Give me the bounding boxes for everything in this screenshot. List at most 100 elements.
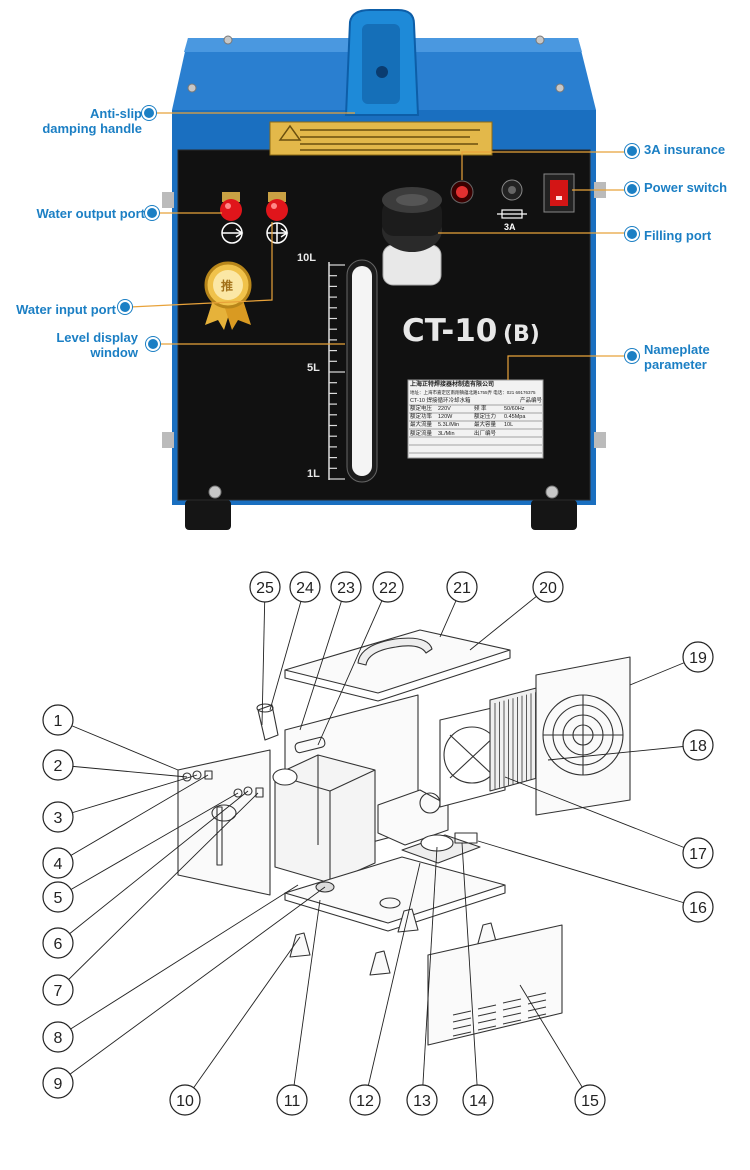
part-leader-line: [57, 886, 326, 1084]
part-number-text: 13: [413, 1093, 431, 1110]
part-leader-line: [57, 719, 179, 771]
level-window: [328, 259, 378, 483]
part-number-text: 14: [469, 1093, 487, 1110]
part-number-text: 15: [581, 1093, 599, 1110]
part-leader-line: [299, 586, 347, 731]
part-number-text: 21: [453, 580, 471, 597]
callout-handle-dot: [144, 108, 154, 118]
water-input-port: [266, 192, 288, 221]
scale-label-5l: 5L: [307, 362, 320, 374]
nameplate-cell: 0.45Mpa: [504, 414, 526, 421]
nameplate-cell: 120W: [438, 414, 453, 421]
callout-level: Level display window: [20, 330, 138, 360]
callout-handle-line1: Anti-slip: [90, 106, 142, 121]
part-number-label: 1: [42, 704, 74, 736]
part-leader-line: [57, 884, 299, 1038]
model-name: CT-10: [402, 313, 498, 349]
part-number-label: 13: [406, 1084, 438, 1116]
nameplate-cell: 3L/Min: [438, 430, 455, 437]
part-number-text: 3: [54, 810, 63, 827]
part-number-label: 15: [574, 1084, 606, 1116]
model-suffix: (B): [502, 322, 540, 347]
part-number-label: 10: [169, 1084, 201, 1116]
cooler-photo: [129, 9, 625, 530]
part-leader-line: [547, 744, 699, 761]
part-number-label: 9: [42, 1067, 74, 1099]
nameplate-address: 地址：上海市嘉定区南翔镇蕴北路1755弄 电话：021 69176375: [410, 390, 536, 396]
part-number-text: 5: [54, 890, 63, 907]
nameplate-cell: 额定流量: [410, 430, 433, 437]
part-leader-line: [57, 790, 249, 944]
callout-filling-dot: [627, 229, 637, 239]
part-number-text: 7: [54, 983, 63, 1000]
part-number-text: 9: [54, 1076, 63, 1093]
nameplate-cell: 额定电压: [410, 406, 433, 413]
fuse-label: 3A: [504, 222, 516, 232]
part-number-text: 23: [337, 580, 355, 597]
callout-nameplate: Nameplate parameter: [644, 342, 710, 372]
water-output-port: [220, 192, 242, 221]
part-leader-line: [504, 776, 699, 854]
part-number-label: 17: [682, 837, 714, 869]
part-leader-line: [184, 936, 301, 1101]
part-number-label: 5: [42, 881, 74, 913]
part-leader-line: [421, 846, 438, 1101]
part-side-panel: [427, 924, 563, 1046]
nameplate-cell: 10L: [504, 422, 514, 429]
part-number-text: 19: [689, 650, 707, 667]
nameplate-header-right: 产品编号: [519, 398, 542, 405]
part-number-text: 2: [54, 758, 63, 775]
part-number-text: 25: [256, 580, 274, 597]
part-number-label: 24: [289, 571, 321, 603]
callout-insurance: 3A insurance: [644, 142, 726, 157]
insurance-indicator: [450, 180, 474, 204]
part-number-label: 21: [446, 571, 478, 603]
nameplate-cell: 额定功率: [410, 414, 433, 421]
part-leader-line: [291, 899, 321, 1101]
part-leader-line: [477, 840, 699, 908]
part-number-text: 24: [296, 580, 314, 597]
scale-label-1l: 1L: [307, 468, 320, 480]
callout-handle: Anti-slip damping handle: [10, 106, 142, 136]
part-number-text: 10: [176, 1093, 194, 1110]
model-text: CT-10 (B): [402, 313, 540, 349]
part-number-label: 4: [42, 847, 74, 879]
part-number-text: 18: [689, 738, 707, 755]
nameplate-cell: 最大容量: [474, 422, 497, 429]
part-number-label: 2: [42, 749, 74, 781]
part-leader-line: [57, 792, 239, 898]
nameplate-company: 上海正特焊接器材制造有限公司: [410, 382, 495, 388]
part-number-label: 20: [532, 571, 564, 603]
part-leader-line: [461, 842, 479, 1101]
part-number-label: 18: [682, 729, 714, 761]
part-number-label: 7: [42, 974, 74, 1006]
handle: [344, 9, 420, 116]
fuse-holder: [497, 179, 527, 219]
filling-port: [382, 187, 442, 286]
callout-nameplate-line2: parameter: [644, 357, 707, 372]
part-leader-line: [317, 586, 389, 746]
part-number-text: 22: [379, 580, 397, 597]
part-leader-line: [364, 862, 421, 1101]
award-badge: [204, 261, 252, 330]
part-number-text: 6: [54, 936, 63, 953]
part-front-panel: [177, 749, 271, 896]
part-leader-line: [469, 586, 549, 651]
nameplate-cell: [504, 430, 542, 438]
callout-handle-line2: damping handle: [42, 121, 142, 136]
part-number-text: 11: [284, 1093, 301, 1110]
part-leader-line: [57, 764, 188, 778]
nameplate-cell: 50/60Hz: [504, 406, 525, 413]
callout-level-dot: [148, 339, 158, 349]
part-number-label: 22: [372, 571, 404, 603]
nameplate-cell: 220V: [438, 406, 451, 413]
callout-power: Power switch: [644, 180, 728, 195]
nameplate-cell: 额定压力: [474, 414, 497, 421]
part-number-label: 25: [249, 571, 281, 603]
part-number-label: 19: [682, 641, 714, 673]
nameplate: [407, 379, 544, 459]
